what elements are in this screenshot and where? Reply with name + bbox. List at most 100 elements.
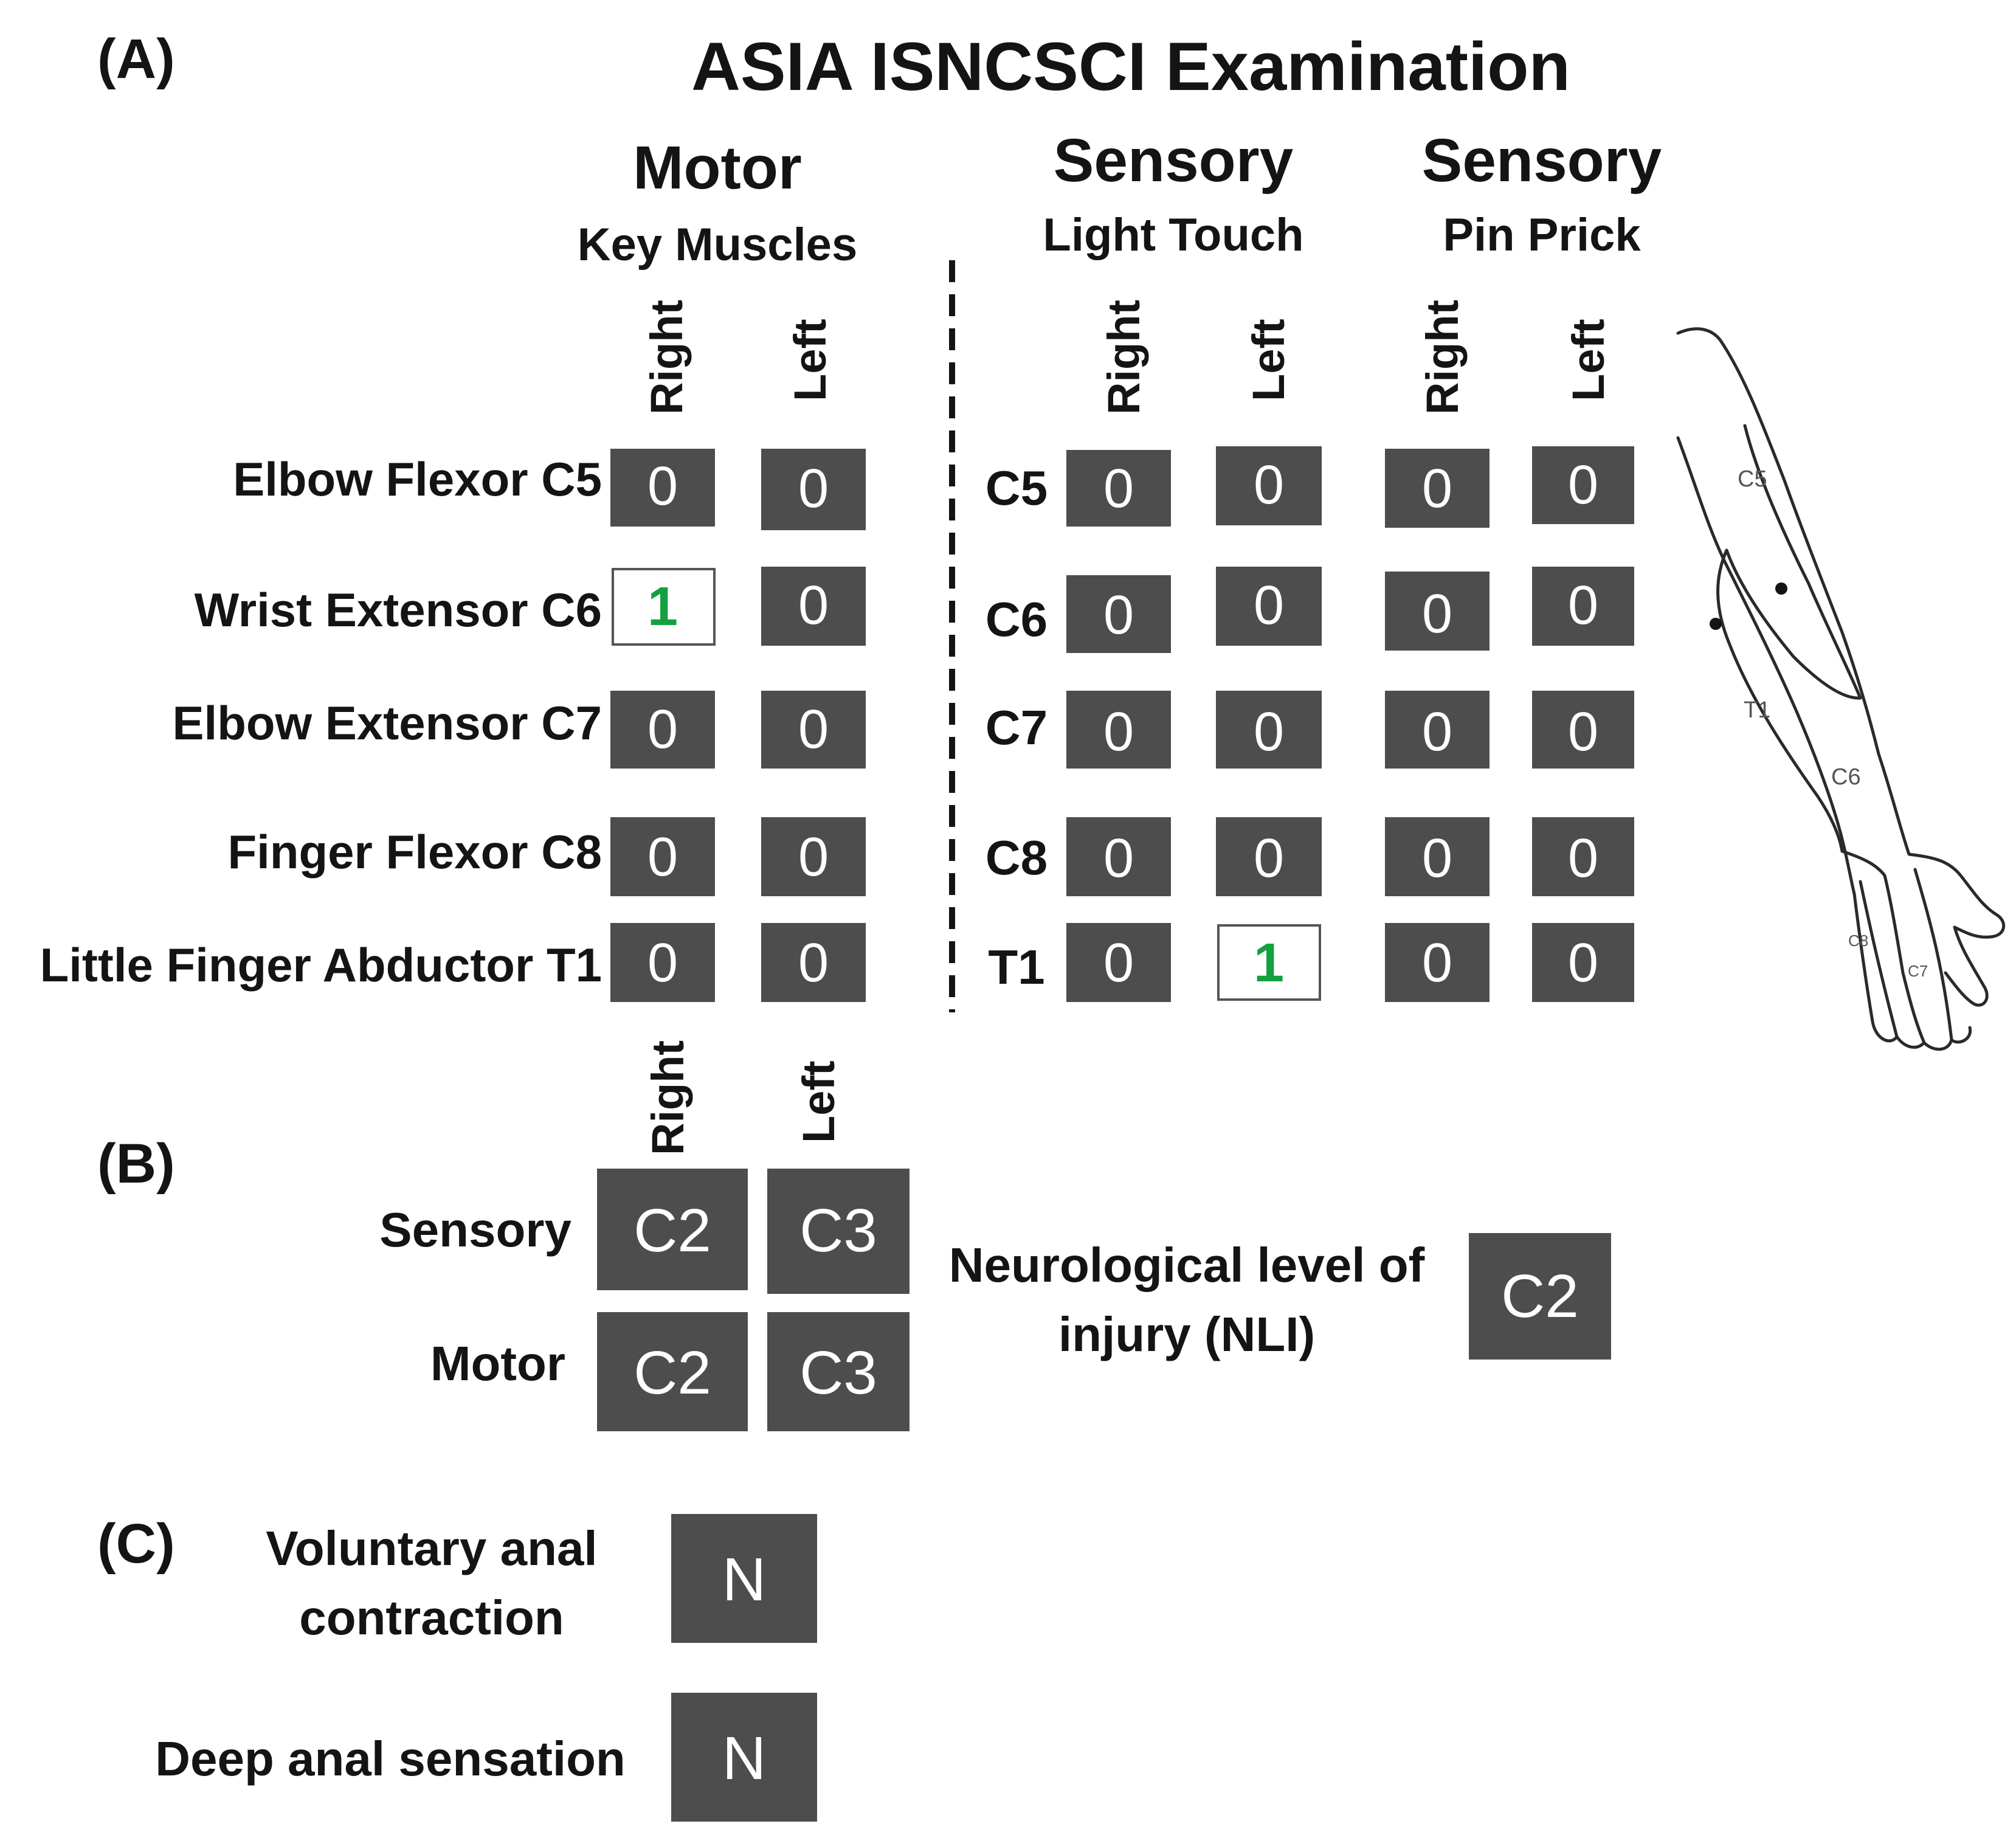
sensory-row: C8 0 0 0 0 (986, 817, 1634, 896)
sensory-key-point-dot (1710, 618, 1722, 630)
lt-left-header: Left (1243, 319, 1294, 401)
pp-right-score: 0 (1422, 702, 1452, 762)
dermatome-boundary-c7-c8 (1840, 849, 1926, 1045)
lt-right-score: 0 (1103, 933, 1134, 994)
lt-right-score-box (1066, 575, 1171, 653)
sensory-left-level: C3 (799, 1197, 877, 1265)
sensory-left-level-box (767, 1169, 910, 1294)
sensory-row: C5 0 0 0 0 (986, 446, 1634, 528)
motor-right-header: Right (641, 300, 692, 415)
lt-left-score-box (1216, 446, 1322, 525)
motor-right-score-box-highlight (612, 568, 716, 646)
figure-title: ASIA ISNCSCI Examination (691, 29, 1570, 105)
arm-label-c6: C6 (1831, 764, 1861, 790)
pp-left-score-box (1532, 446, 1634, 524)
nli-value-box (1469, 1233, 1611, 1360)
pin-prick-subheader: Pin Prick (1443, 209, 1641, 261)
nli-label-line1: Neurological level of (949, 1238, 1425, 1292)
motor-right-score: 0 (647, 933, 678, 994)
sensory-key-point-dot (1775, 582, 1787, 595)
motor-left-score: 0 (798, 575, 829, 636)
motor-row-label: Elbow Flexor C5 (233, 452, 602, 506)
motor-left-score: 0 (798, 458, 829, 519)
pp-right-score: 0 (1422, 828, 1452, 889)
motor-row: Finger Flexor C8 0 0 (228, 817, 866, 896)
motor-right-level: C2 (633, 1339, 711, 1407)
lt-right-score: 0 (1103, 828, 1134, 889)
lt-left-score-box (1216, 567, 1322, 646)
pp-left-score-box (1532, 817, 1634, 896)
lt-right-score: 0 (1103, 458, 1134, 519)
light-touch-subheader: Light Touch (1043, 209, 1303, 261)
b-right-header: Right (643, 1040, 693, 1155)
lt-right-score-box (1066, 817, 1171, 896)
arm-outline-upper (1676, 327, 2006, 1007)
motor-left-score: 0 (798, 827, 829, 888)
panel-a-label: (A) (97, 28, 175, 90)
motor-left-score-box (761, 923, 866, 1002)
light-touch-header: Sensory (1054, 126, 1294, 195)
panel-c-label: (C) (97, 1513, 175, 1575)
panel-b-label: (B) (97, 1133, 175, 1195)
motor-left-score: 0 (798, 933, 829, 994)
pp-left-score: 0 (1568, 575, 1598, 636)
pin-prick-header: Sensory (1422, 126, 1662, 195)
motor-row-label: Little Finger Abductor T1 (40, 938, 602, 992)
pp-left-score: 0 (1568, 455, 1598, 516)
pp-right-score-box (1385, 691, 1490, 769)
vac-value-box (671, 1514, 817, 1643)
arm-label-t1: T1 (1744, 697, 1770, 723)
pp-right-score-box (1385, 923, 1490, 1002)
arm-label-c7: C7 (1908, 962, 1928, 980)
pp-left-score: 0 (1568, 828, 1598, 889)
finger-line (1859, 880, 1899, 1038)
arm-outline-lower (1676, 436, 1972, 1051)
lt-right-header: Right (1099, 300, 1149, 415)
motor-row: Wrist Extensor C6 1 0 (195, 567, 866, 646)
motor-left-score-box (761, 691, 866, 769)
vac-label-line2: contraction (299, 1591, 564, 1645)
motor-left-score-box (761, 817, 866, 896)
arm-dermatome-illustration (1676, 327, 2006, 1051)
sensory-level-label: C8 (986, 831, 1048, 885)
sensory-right-level-box (597, 1169, 748, 1290)
lt-left-score: 0 (1254, 575, 1284, 636)
das-label: Deep anal sensation (155, 1732, 626, 1786)
motor-right-score-box (610, 691, 715, 769)
pp-right-score: 0 (1422, 458, 1452, 519)
b-sensory-label: Sensory (379, 1203, 571, 1257)
sensory-level-label: C5 (986, 461, 1048, 515)
das-value: N (722, 1724, 766, 1792)
sensory-level-label: C6 (986, 592, 1048, 646)
motor-left-level: C3 (799, 1339, 877, 1407)
motor-right-score: 0 (647, 456, 678, 517)
motor-row-label: Finger Flexor C8 (228, 825, 602, 879)
pp-left-header: Left (1563, 319, 1614, 401)
lt-left-score: 0 (1254, 828, 1284, 889)
dermatome-boundary-c5 (1725, 548, 1862, 700)
sensory-row: C7 0 0 0 0 (986, 691, 1634, 769)
lt-right-score: 0 (1103, 702, 1134, 762)
motor-left-score-box (761, 567, 866, 646)
lt-left-score-box-highlight (1217, 924, 1321, 1001)
motor-right-score: 0 (647, 699, 678, 760)
lt-left-score-box (1216, 817, 1322, 896)
b-left-header: Left (793, 1060, 844, 1143)
motor-right-score-box (610, 449, 715, 527)
motor-row: Little Finger Abductor T1 0 0 (40, 923, 866, 1002)
motor-row: Elbow Flexor C5 0 0 (233, 449, 866, 530)
sensory-level-label: T1 (988, 940, 1044, 994)
pp-left-score: 0 (1568, 702, 1598, 762)
pp-right-score-box (1385, 817, 1490, 896)
motor-right-level-box (597, 1312, 748, 1431)
pp-right-score-box (1385, 449, 1490, 528)
pp-right-score: 0 (1422, 584, 1452, 644)
vac-label-line1: Voluntary anal (266, 1521, 597, 1575)
motor-subheader: Key Muscles (578, 219, 857, 271)
pp-right-score: 0 (1422, 933, 1452, 994)
pp-right-score-box (1385, 572, 1490, 651)
lt-left-score: 0 (1254, 702, 1284, 762)
finger-line (1913, 868, 1953, 1042)
